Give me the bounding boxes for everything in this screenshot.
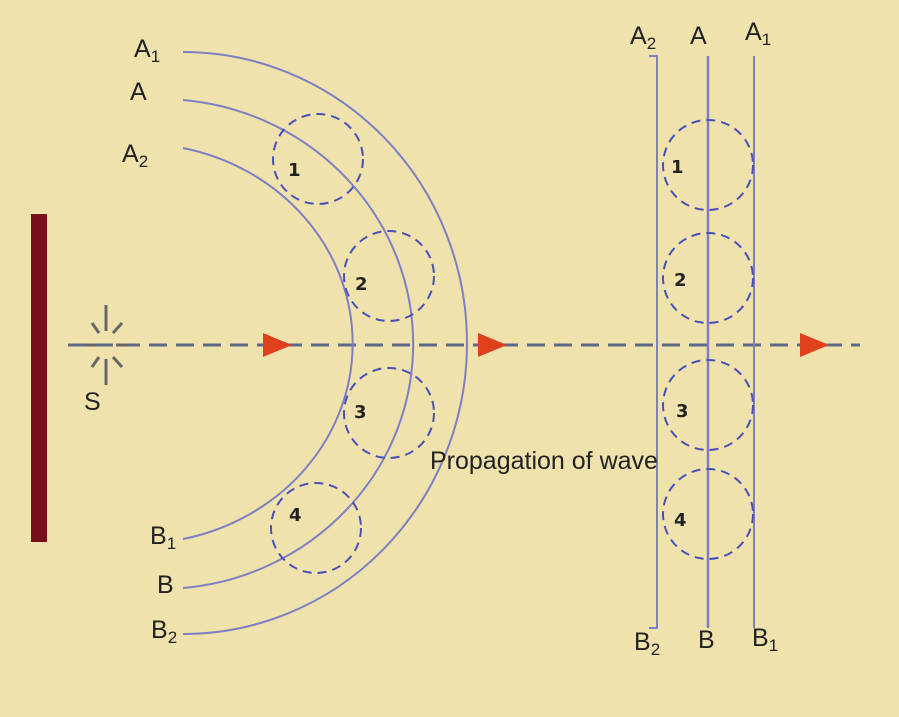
mirror-bar (31, 214, 47, 542)
wavelet-number: 2 (674, 270, 687, 291)
label-a2: A2 (122, 140, 148, 171)
wavelet-number: 1 (288, 160, 301, 181)
point-source-icon (85, 305, 128, 385)
label-a1: A1 (134, 35, 160, 66)
wavelet-circle (662, 468, 754, 560)
plane-line-left (649, 55, 658, 629)
wavelet-circle (343, 367, 435, 459)
label-plane-b: B (698, 626, 715, 654)
direction-arrow-icon (263, 333, 292, 357)
wavefront-arc-middle (182, 99, 415, 589)
wavelet-number: 2 (355, 274, 368, 295)
label-plane-a: A (690, 22, 707, 50)
label-plane-a1: A1 (745, 18, 771, 49)
label-plane-b2: B2 (634, 628, 660, 659)
label-b2: B2 (151, 616, 177, 647)
wavelet-circle (662, 359, 754, 451)
direction-arrow-icon (478, 333, 507, 357)
wavelet-circle (343, 230, 435, 322)
wavelet-circle (662, 119, 754, 211)
label-a: A (130, 78, 147, 106)
label-plane-b1: B1 (752, 624, 778, 655)
caption: Propagation of wave (430, 447, 658, 475)
wavefront-arc-inner (182, 147, 354, 540)
wavefront-arc-outer (182, 51, 468, 635)
spherical-wavelets (270, 113, 435, 574)
wavelet-circle (270, 482, 362, 574)
label-b: B (157, 571, 174, 599)
source-label: S (84, 388, 101, 416)
wavelet-circle (662, 232, 754, 324)
wavelet-number: 1 (671, 157, 684, 178)
plane-wavefronts (649, 55, 755, 629)
wavelet-number: 4 (674, 510, 687, 531)
label-plane-a2: A2 (630, 22, 656, 53)
wavelet-number: 3 (676, 401, 689, 422)
wavelet-number: 4 (289, 505, 302, 526)
label-b1: B1 (150, 522, 176, 553)
plane-wavelets (662, 119, 754, 560)
wavelet-number: 3 (354, 402, 367, 423)
spherical-wavefronts (182, 51, 468, 635)
direction-arrow-icon (800, 333, 829, 357)
wavelet-circle (272, 113, 364, 205)
